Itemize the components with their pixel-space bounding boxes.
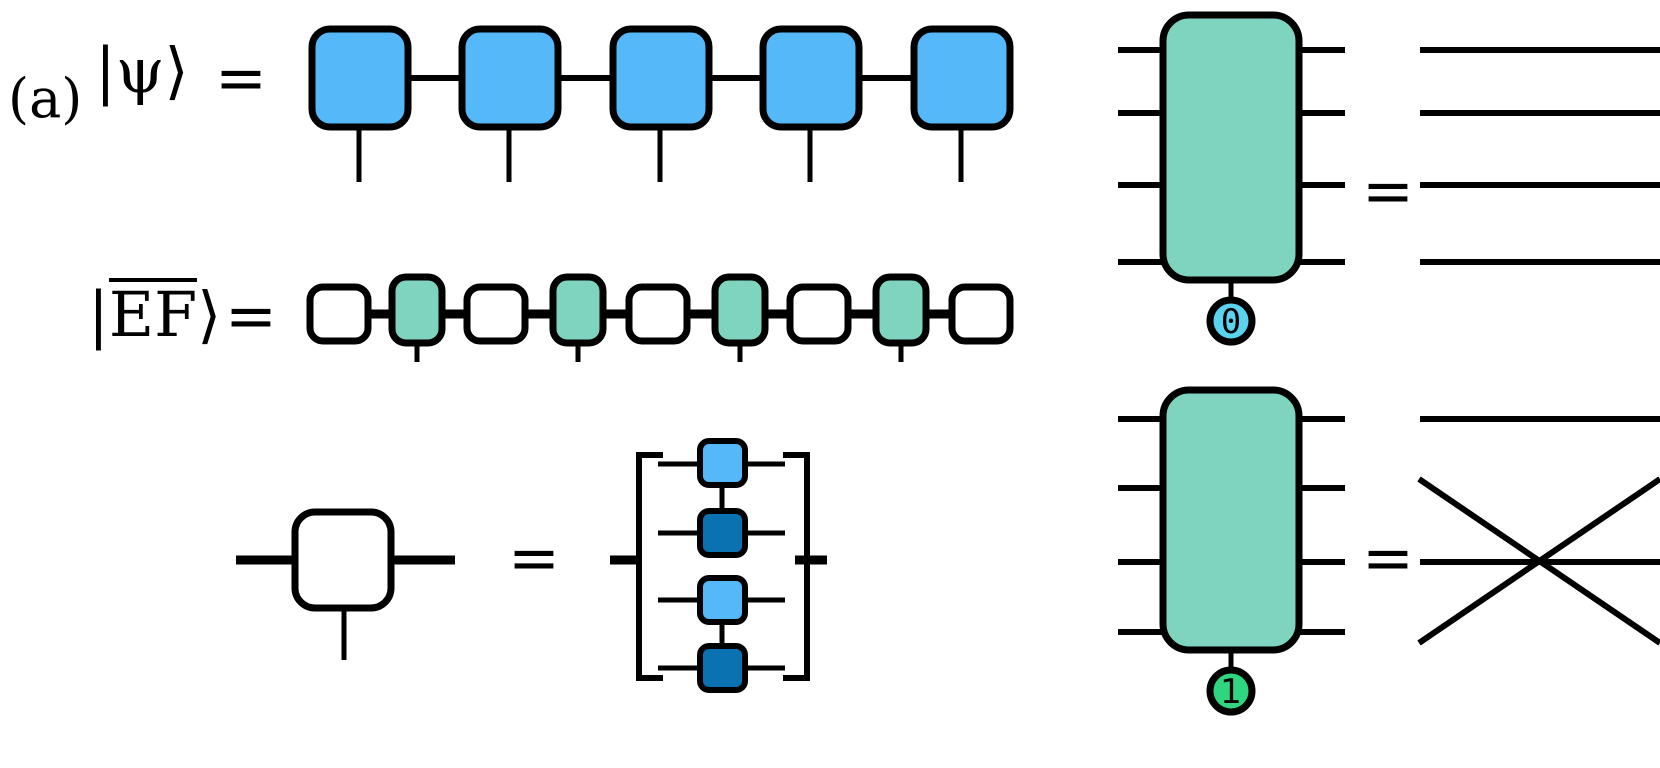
ef-teal-tensor-2 (549, 273, 607, 347)
identity-bottom-rhs-cross-b (1417, 476, 1660, 646)
expansion-bracket-right (783, 452, 810, 681)
psi-tensor-2 (458, 25, 562, 131)
psi-tensor-3 (609, 25, 713, 131)
expansion-bracket-left (636, 452, 663, 681)
identity-bottom-equals-sign: = (1362, 521, 1414, 594)
expansion-inner-tensor-4 (697, 643, 748, 693)
ef-ket-prefix: | (88, 278, 109, 351)
ef-white-tensor-5 (948, 283, 1014, 345)
ef-teal-tensor-4 (872, 273, 930, 347)
psi-tensor-5 (910, 25, 1014, 131)
ef-teal-tensor-3 (711, 273, 769, 347)
psi-tensor-1 (308, 25, 412, 131)
ef-ket-label: |EF⟩ (88, 278, 221, 346)
expansion-inner-tensor-2 (697, 508, 748, 558)
expansion-lhs-tensor (291, 508, 395, 612)
ef-white-tensor-1 (306, 283, 372, 345)
expansion-rhs (610, 438, 827, 693)
identity-top-control-value: 0 (1221, 302, 1241, 342)
psi-mps-chain (308, 25, 1014, 182)
identity-top-gate (1159, 11, 1303, 284)
ef-teal-tensor-1 (388, 273, 446, 347)
ef-ket-suffix: ⟩ (197, 278, 222, 351)
ef-equals-sign: = (225, 279, 277, 352)
ef-chain (306, 273, 1014, 362)
ef-white-tensor-3 (625, 283, 691, 345)
expansion-lhs (236, 508, 455, 660)
ef-ket-body: EF (108, 278, 198, 351)
psi-equals-sign: = (215, 41, 267, 114)
identity-bottom-control-value: 1 (1220, 672, 1242, 712)
expansion-inner-tensor-1 (697, 438, 748, 488)
identity-bottom-rhs-cross-a (1417, 476, 1660, 646)
identity-bottom-gate (1159, 386, 1303, 654)
ef-white-tensor-4 (786, 283, 852, 345)
expansion-equals-sign: = (508, 521, 560, 594)
identity-top-equals-sign: = (1362, 154, 1414, 227)
identity-bottom-control-circle (1206, 666, 1256, 716)
panel-label-a: (a) (8, 67, 83, 130)
expansion-inner-tensor-3 (697, 575, 748, 625)
psi-tensor-4 (759, 25, 863, 131)
ef-white-tensor-2 (463, 283, 529, 345)
psi-ket-label: |ψ⟩ (95, 34, 189, 107)
identity-top-control-circle (1206, 296, 1256, 346)
